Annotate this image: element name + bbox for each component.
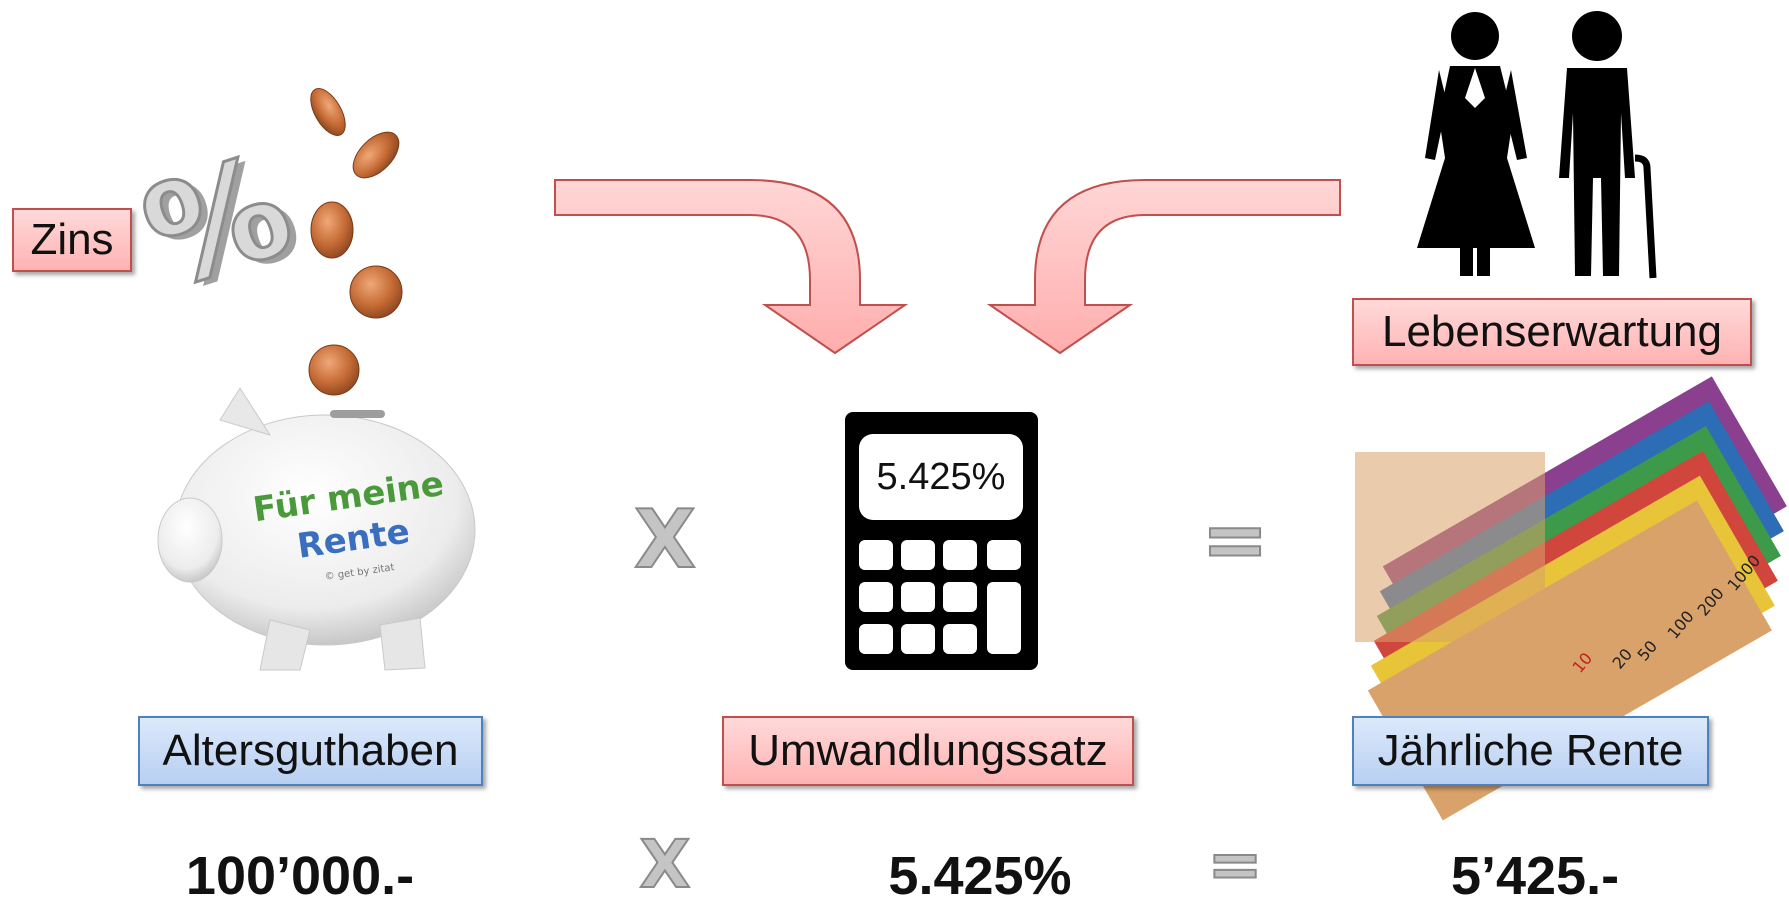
key xyxy=(901,582,935,612)
coin-1 xyxy=(310,88,346,136)
rate-value: 5.425% xyxy=(860,845,1100,907)
key xyxy=(859,624,893,654)
pension-value-text: 5’425.- xyxy=(1450,846,1620,906)
piggy-bank-icon: Für meine Rente © get by zitat xyxy=(157,387,476,671)
calculator-display: 5.425% xyxy=(859,434,1023,520)
umwandlungssatz-label: Umwandlungssatz xyxy=(722,716,1134,786)
umwandlungssatz-label-text: Umwandlungssatz xyxy=(748,726,1108,775)
altersguthaben-label: Altersguthaben xyxy=(138,716,483,786)
equals-icon: = xyxy=(1190,493,1280,586)
multiply-glyph-formula: X xyxy=(639,826,692,903)
curved-arrow-right-icon xyxy=(986,179,1341,355)
coin-4 xyxy=(349,265,403,319)
key xyxy=(859,540,893,570)
coin-5 xyxy=(308,344,360,396)
curved-arrow-left-icon xyxy=(554,179,909,355)
multiply-glyph: X xyxy=(633,493,697,586)
calculator-display-value: 5.425% xyxy=(876,455,1006,498)
lebenserwartung-label: Lebenserwartung xyxy=(1352,298,1752,366)
swiss-banknotes-icon: 1000 200 100 50 20 10 xyxy=(1355,376,1787,821)
zins-label: Zins xyxy=(12,208,132,272)
equals-glyph-formula: = xyxy=(1206,826,1263,903)
capital-value-text: 100’000.- xyxy=(185,846,415,906)
key xyxy=(901,540,935,570)
pension-value: 5’425.- xyxy=(1415,845,1655,907)
key xyxy=(901,624,935,654)
zins-label-text: Zins xyxy=(30,215,114,264)
capital-value: 100’000.- xyxy=(160,845,440,907)
multiply-icon: X xyxy=(620,493,710,586)
key xyxy=(943,582,977,612)
jaehrliche-rente-label: Jährliche Rente xyxy=(1352,716,1709,786)
equals-icon-formula: = xyxy=(1190,831,1280,899)
calculator-icon: 5.425% xyxy=(845,412,1038,670)
equals-glyph: = xyxy=(1200,493,1269,586)
key xyxy=(859,582,893,612)
elderly-couple-icon xyxy=(1417,11,1657,279)
key xyxy=(987,540,1021,570)
percent-glyph: % xyxy=(124,122,311,323)
key-tall xyxy=(987,582,1021,654)
altersguthaben-label-text: Altersguthaben xyxy=(162,726,459,775)
jaehrliche-rente-label-text: Jährliche Rente xyxy=(1377,726,1684,775)
key xyxy=(943,624,977,654)
lebenserwartung-label-text: Lebenserwartung xyxy=(1381,307,1722,356)
coin-2 xyxy=(352,131,400,179)
multiply-icon-formula: X xyxy=(620,831,710,899)
falling-coins-icon xyxy=(308,88,403,396)
rate-value-text: 5.425% xyxy=(888,846,1072,906)
percent-sign-icon: % xyxy=(124,122,311,323)
calculator-keypad xyxy=(859,540,1023,660)
coin-3 xyxy=(310,201,354,259)
key xyxy=(943,540,977,570)
